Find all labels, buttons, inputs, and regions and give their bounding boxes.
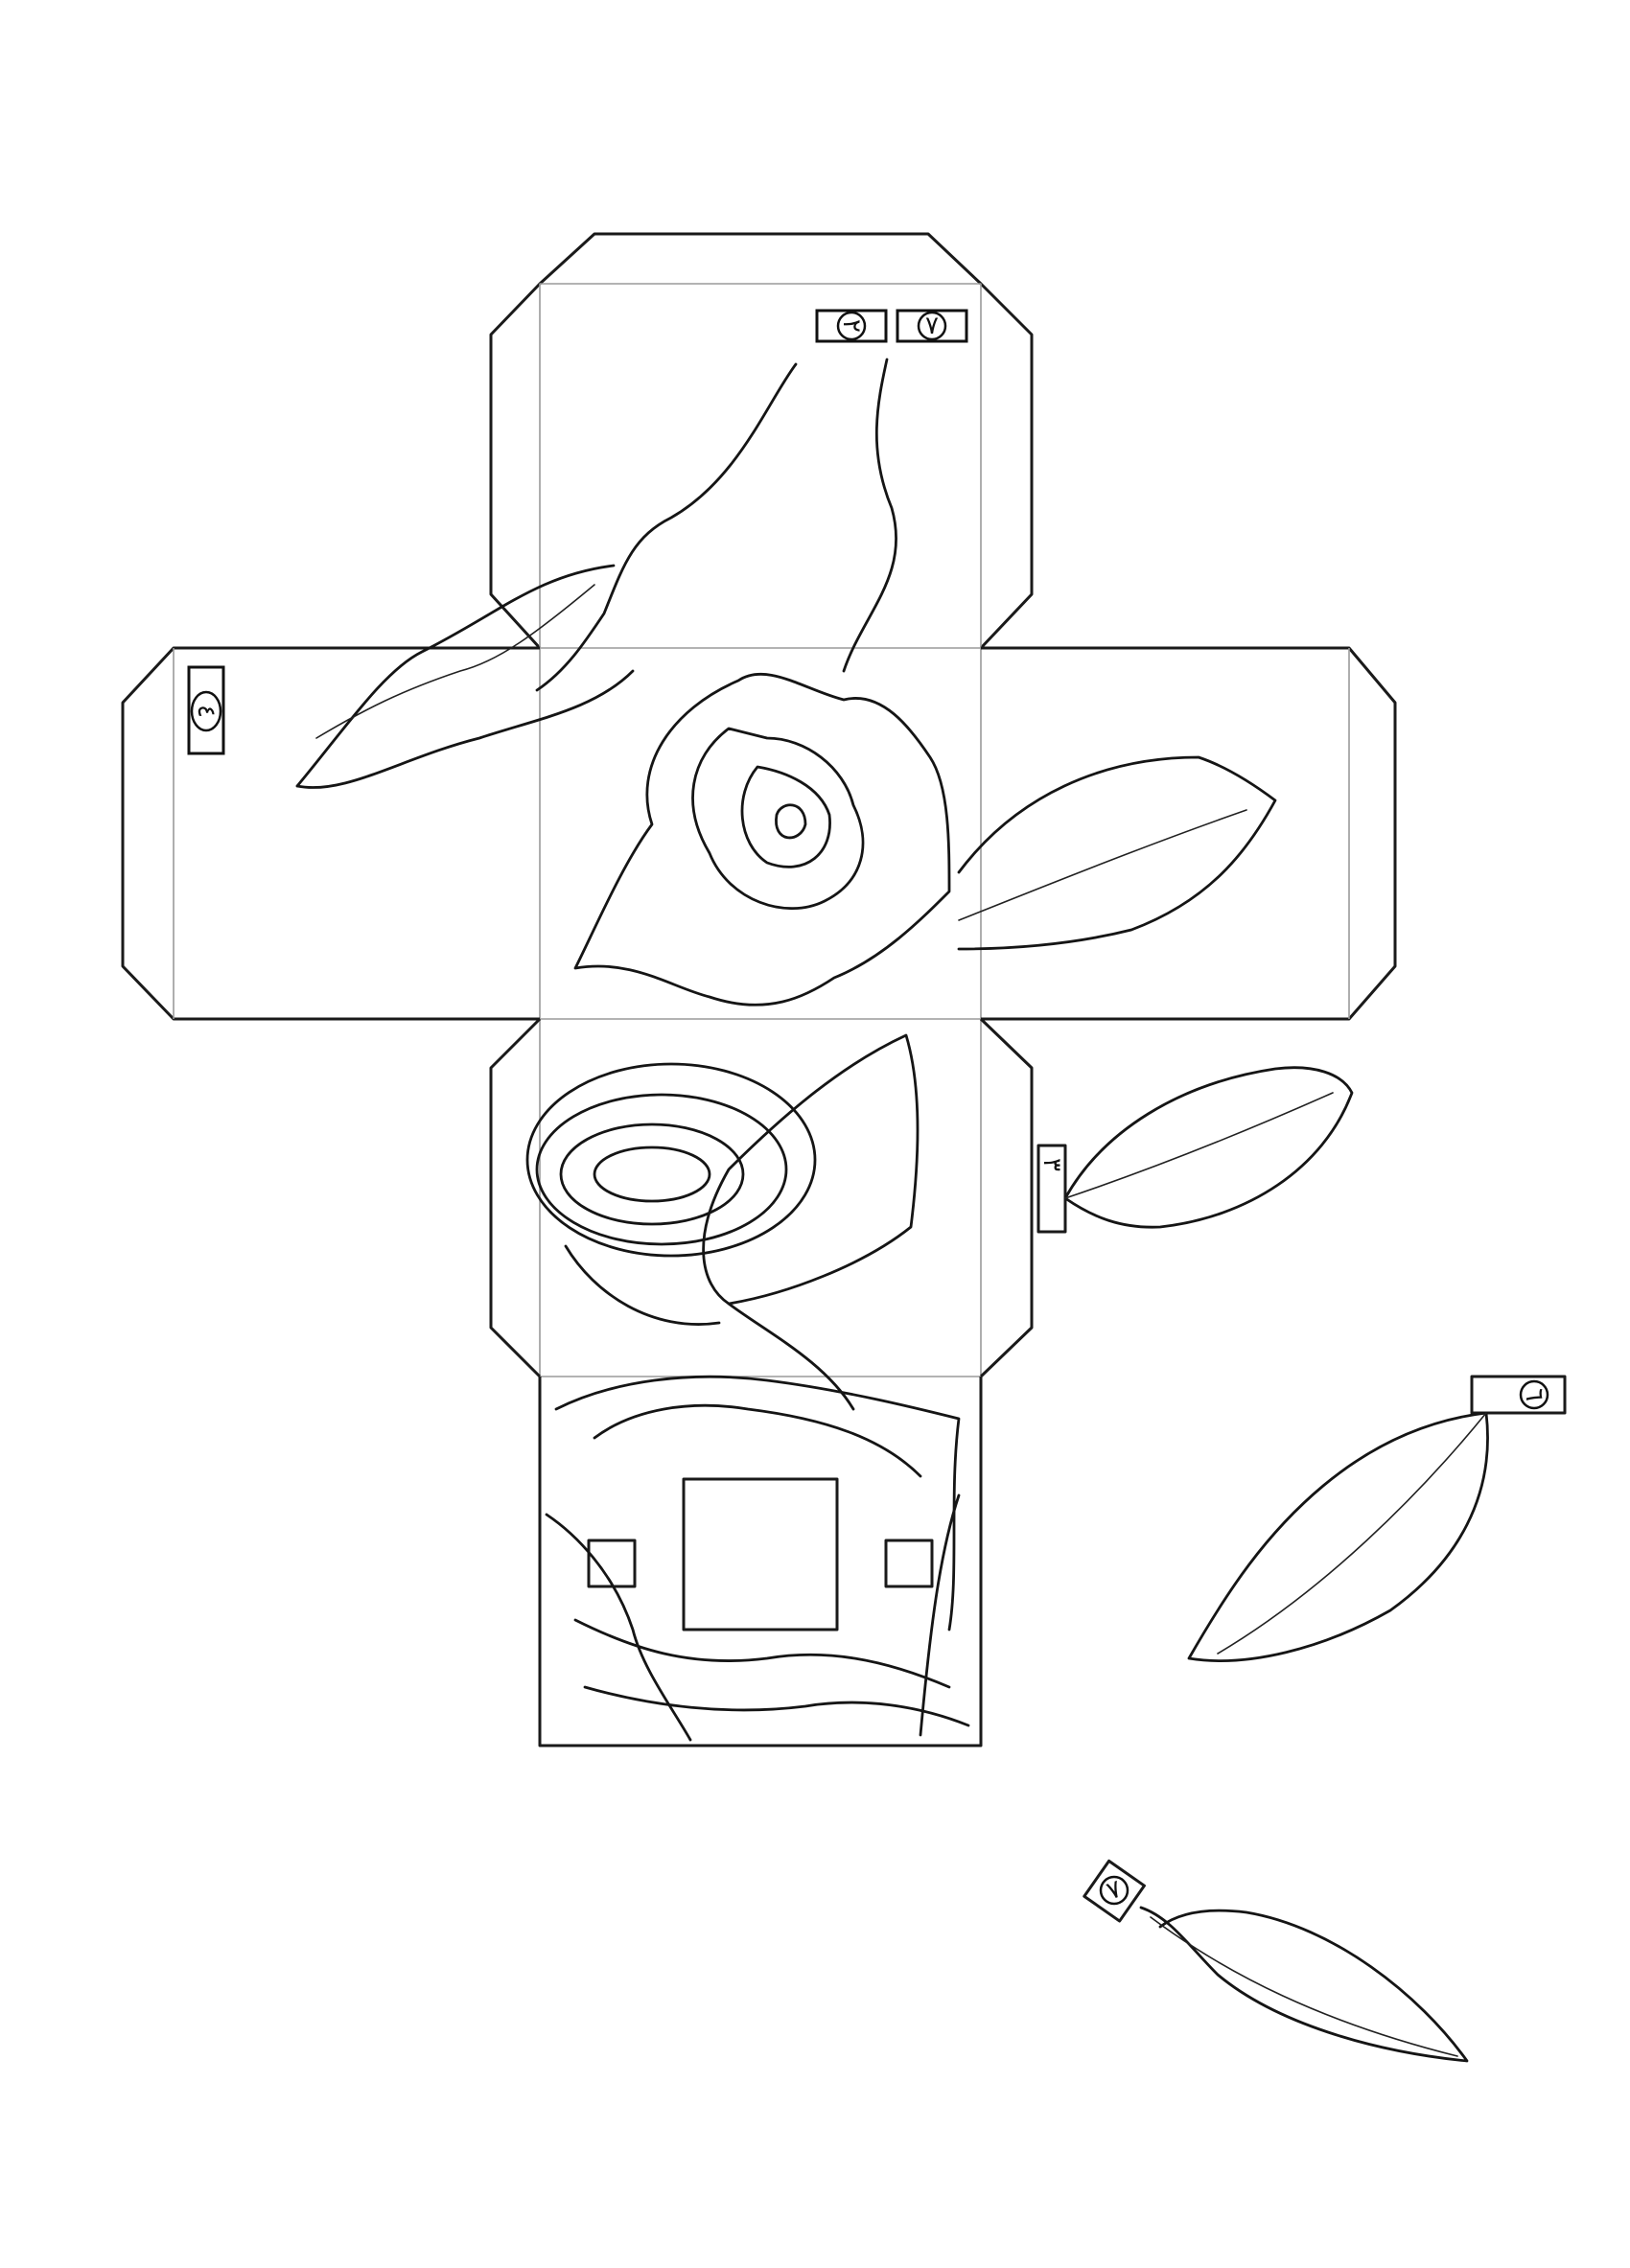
svg-text:٣: ٣ [1037, 1158, 1066, 1171]
floating-leaf-upper [1187, 1375, 1567, 1662]
tab-label-1: ٢ [815, 309, 888, 343]
bottom-face [538, 1377, 983, 1747]
slot-left [587, 1539, 637, 1588]
top-face [489, 232, 1034, 1746]
leaf-tab-right [1036, 1066, 1354, 1234]
svg-text:٤: ٤ [192, 705, 221, 718]
svg-text:٦: ٦ [1520, 1388, 1548, 1401]
floating-leaf-lower [1083, 1859, 1469, 2063]
rose-illustration [295, 358, 1277, 1742]
svg-text:٢: ٢ [837, 319, 866, 333]
tab-label-6: ٧ [1099, 1875, 1129, 1906]
tab-label-5: ٦ [1519, 1379, 1549, 1410]
tab-label-4: ٣ [1037, 1158, 1066, 1171]
slot-right [884, 1539, 934, 1588]
center-cutout-square [682, 1477, 839, 1632]
tab-label-3: ٤ [187, 665, 225, 755]
third-face [489, 1017, 1034, 1378]
middle-band [121, 646, 1397, 1021]
svg-text:٧: ٧ [925, 312, 939, 340]
tab-label-2: ٧ [896, 309, 968, 343]
